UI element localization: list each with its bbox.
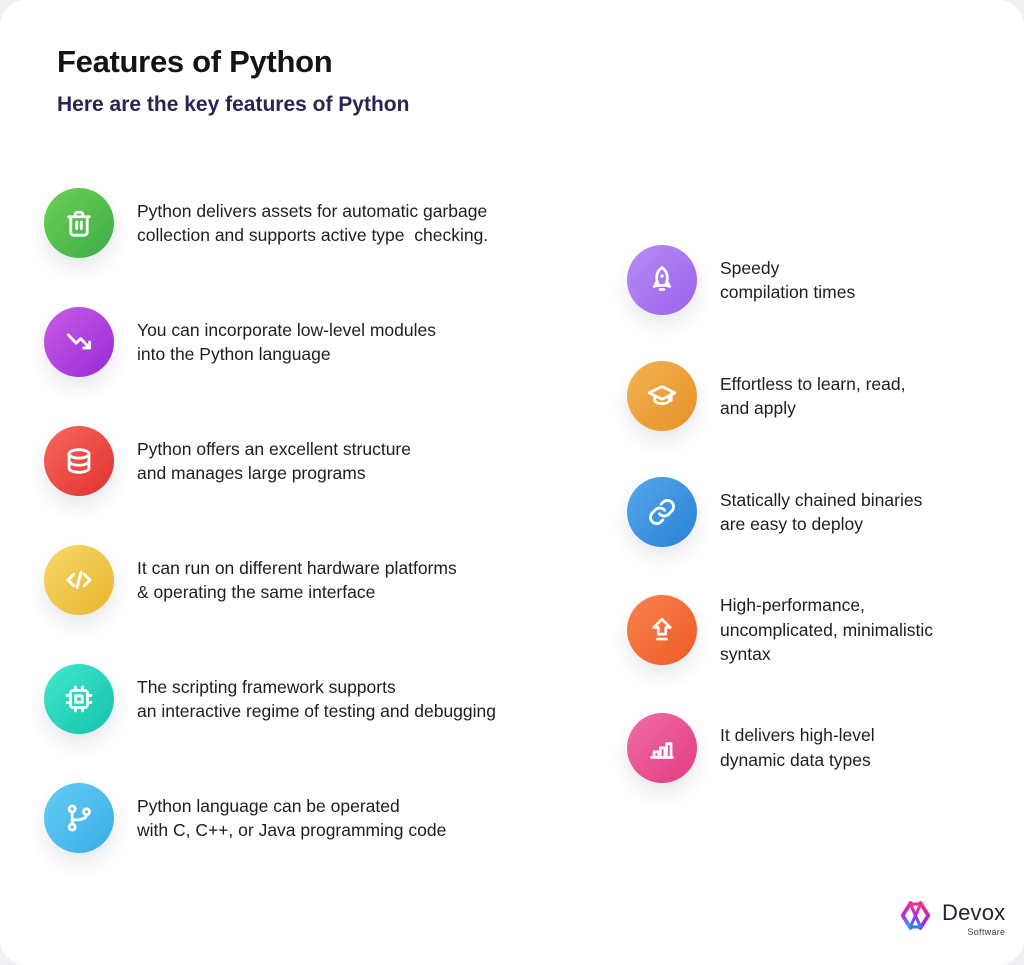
feature-text: High-performance, uncomplicated, minimal… (720, 595, 933, 664)
feature-chained-binaries: Statically chained binaries are easy to … (627, 477, 1009, 547)
feature-minimalistic-syntax: High-performance, uncomplicated, minimal… (627, 593, 1009, 667)
rocket-icon (627, 245, 697, 315)
feature-text: Statically chained binaries are easy to … (720, 489, 923, 535)
header: Features of Python Here are the key feat… (57, 44, 409, 117)
brand-name: Devox (942, 900, 1006, 925)
brand-text: Devox Software (942, 897, 1006, 938)
code-icon (44, 545, 114, 615)
features-column-left: Python delivers assets for automatic gar… (44, 188, 609, 853)
page-title: Features of Python (57, 44, 333, 79)
feature-low-level-modules: You can incorporate low-level modules in… (44, 307, 609, 377)
trending-down-icon (44, 307, 114, 377)
feature-garbage-collection: Python delivers assets for automatic gar… (44, 188, 609, 258)
page-subtitle: Here are the key features of Python (57, 93, 410, 116)
cpu-icon (44, 664, 114, 734)
feature-text: Speedy compilation times (720, 257, 856, 303)
feature-text: The scripting framework supports an inte… (137, 676, 496, 722)
features-column-right: Speedy compilation times Effortless to l… (627, 245, 1009, 783)
feature-speedy-compilation: Speedy compilation times (627, 245, 1009, 315)
bar-chart-icon (627, 712, 697, 783)
feature-structure: Python offers an excellent structure and… (44, 426, 609, 496)
feature-scripting-framework: The scripting framework supports an inte… (44, 664, 609, 734)
git-branch-icon (44, 783, 114, 853)
feature-c-cpp-java: Python language can be operated with C, … (44, 783, 609, 853)
feature-dynamic-data-types: It delivers high-level dynamic data type… (627, 712, 1009, 783)
database-icon (44, 426, 114, 496)
link-icon (627, 477, 697, 547)
feature-text: You can incorporate low-level modules in… (137, 319, 436, 365)
devox-logo-icon (900, 901, 931, 930)
feature-text: Effortless to learn, read, and apply (720, 373, 906, 419)
feature-easy-to-learn: Effortless to learn, read, and apply (627, 361, 1009, 431)
graduation-cap-icon (627, 361, 697, 431)
feature-text: It can run on different hardware platfor… (137, 557, 457, 603)
feature-text: It delivers high-level dynamic data type… (720, 725, 875, 770)
upload-arrow-icon (627, 594, 697, 665)
trash-icon (44, 188, 114, 258)
brand-descriptor: Software (967, 927, 1006, 937)
feature-hardware-platforms: It can run on different hardware platfor… (44, 545, 609, 615)
feature-text: Python delivers assets for automatic gar… (137, 200, 489, 246)
brand-logo: Devox Software (897, 897, 1005, 937)
feature-text: Python language can be operated with C, … (137, 795, 447, 841)
feature-text: Python offers an excellent structure and… (137, 438, 411, 484)
